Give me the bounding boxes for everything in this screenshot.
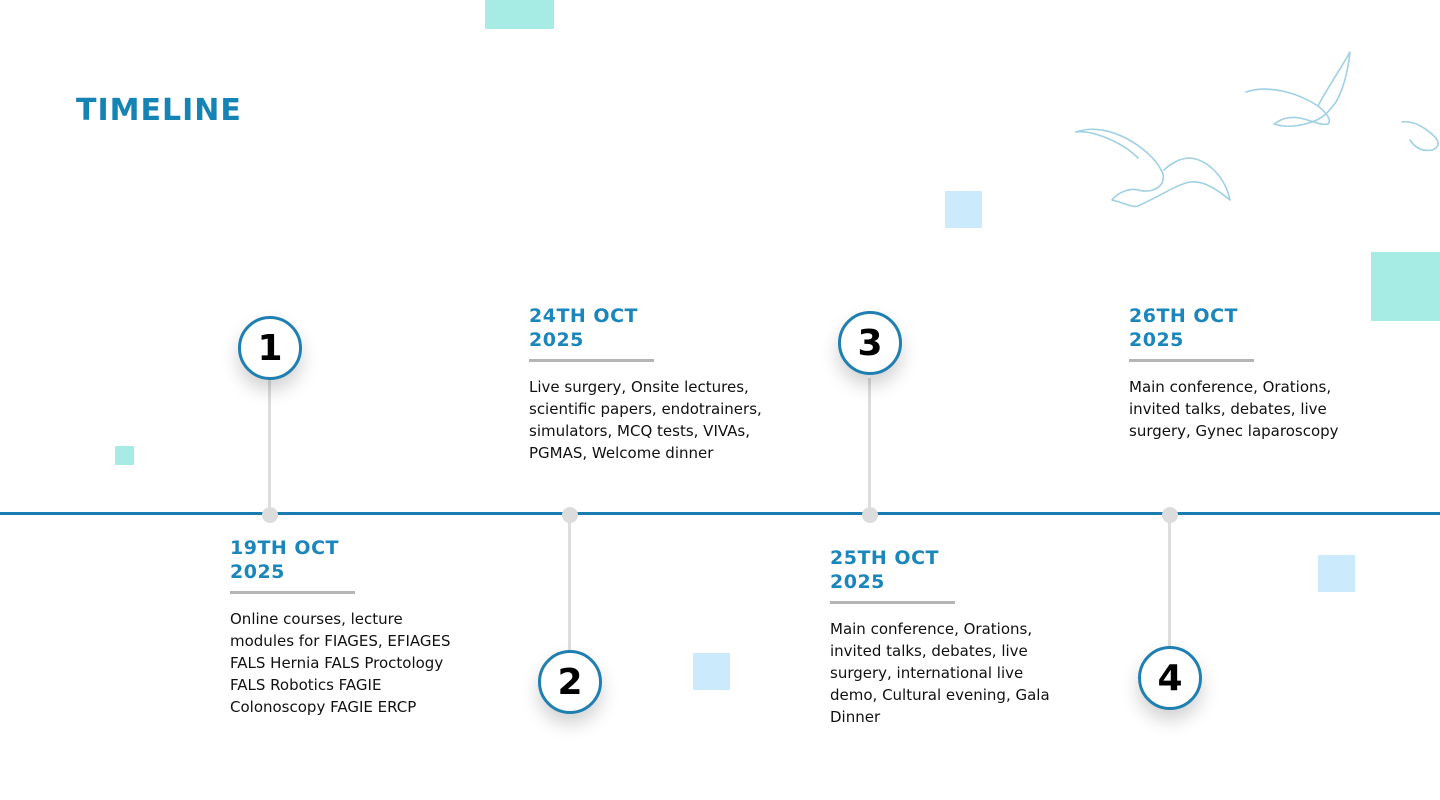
connector-line <box>268 378 271 514</box>
event-date-year: 2025 <box>230 561 285 583</box>
axis-marker <box>862 507 878 523</box>
date-underline <box>830 601 955 604</box>
decor-square <box>1318 555 1355 592</box>
axis-marker <box>262 507 278 523</box>
event-date-year: 2025 <box>529 329 584 351</box>
event-date-line: 24TH OCT <box>529 305 638 327</box>
connector-line <box>1168 515 1171 651</box>
birds-illustration <box>1075 51 1439 208</box>
timeline-axis <box>0 512 1440 515</box>
date-underline <box>230 591 355 594</box>
step-number-badge: 1 <box>238 316 302 380</box>
event-description: Main conference, Orations, invited talks… <box>1129 378 1339 440</box>
date-underline <box>529 359 654 362</box>
event-date-year: 2025 <box>830 571 885 593</box>
event-date-year: 2025 <box>1129 329 1184 351</box>
decor-square <box>945 191 982 228</box>
decor-square <box>485 0 554 29</box>
event-date: 19TH OCT 2025 <box>230 536 450 584</box>
event-description: Live surgery, Onsite lectures, scientifi… <box>529 378 762 462</box>
step-number-badge: 2 <box>538 650 602 714</box>
decor-square <box>115 446 134 465</box>
event-description: Main conference, Orations, invited talks… <box>830 620 1050 726</box>
axis-marker <box>1162 507 1178 523</box>
event-date: 25TH OCT 2025 <box>830 546 1050 594</box>
event-date: 26TH OCT 2025 <box>1129 304 1349 352</box>
event-date-line: 19TH OCT <box>230 537 339 559</box>
date-underline <box>1129 359 1254 362</box>
event-date-line: 26TH OCT <box>1129 305 1238 327</box>
event-description: Online courses, lecture modules for FIAG… <box>230 610 451 716</box>
step-number-badge: 4 <box>1138 646 1202 710</box>
page-title: TIMELINE <box>76 93 242 128</box>
event-date-line: 25TH OCT <box>830 547 939 569</box>
decor-square <box>1371 252 1440 321</box>
event-date: 24TH OCT 2025 <box>529 304 749 352</box>
connector-line <box>868 378 871 514</box>
axis-marker <box>562 507 578 523</box>
step-number-badge: 3 <box>838 311 902 375</box>
decor-square <box>693 653 730 690</box>
connector-line <box>568 515 571 655</box>
